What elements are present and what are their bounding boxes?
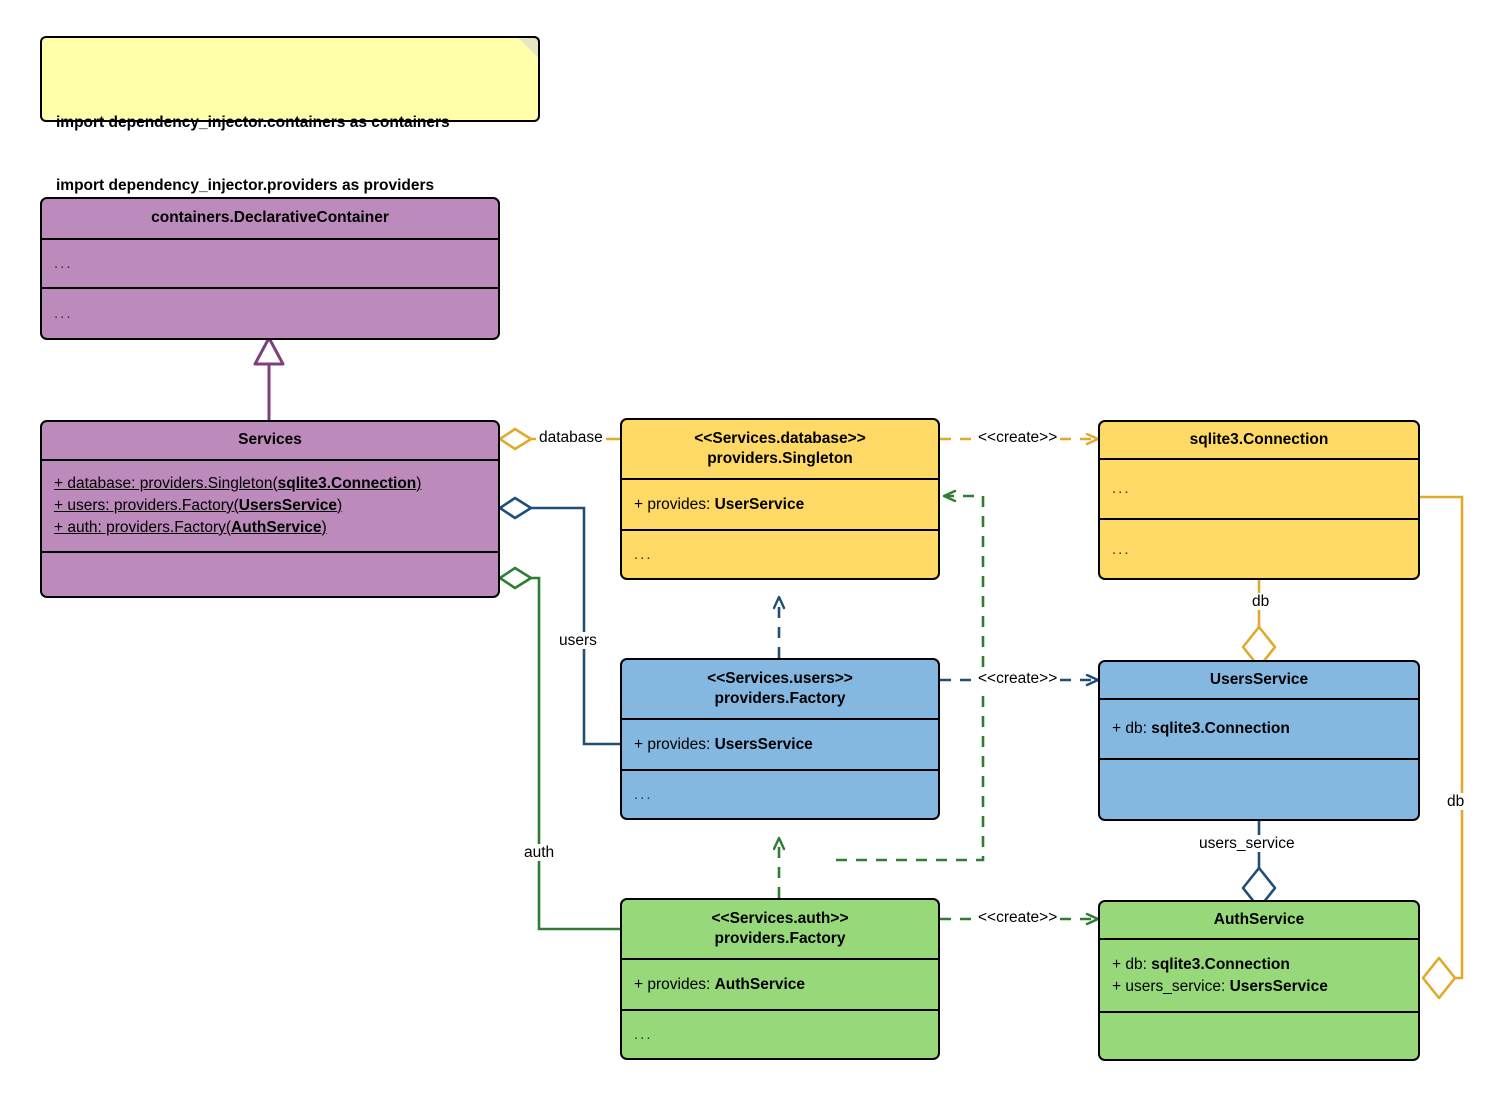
class-authservice[interactable]: AuthService + db: sqlite3.Connection + u…	[1098, 900, 1420, 1061]
edge-label-create-users: <<create>>	[975, 670, 1061, 688]
class-compartment-attributes: + db: sqlite3.Connection + users_service…	[1100, 940, 1418, 1013]
class-services-users-provider[interactable]: <<Services.users>> providers.Factory + p…	[620, 658, 940, 820]
class-compartment-attributes: + provides: UserService	[622, 480, 938, 531]
note-line-2: import dependency_injector.providers as …	[56, 176, 435, 194]
class-title: sqlite3.Connection	[1100, 422, 1418, 460]
class-title: AuthService	[1100, 902, 1418, 940]
edge-generalization-services-to-declarativecontainer	[253, 336, 285, 420]
attribute-db: + db: sqlite3.Connection	[1112, 955, 1290, 973]
edge-label-users: users	[556, 632, 600, 650]
class-services-database-provider[interactable]: <<Services.database>> providers.Singleto…	[620, 418, 940, 580]
note-dogear-icon	[518, 36, 540, 58]
class-services-auth-provider[interactable]: <<Services.auth>> providers.Factory + pr…	[620, 898, 940, 1060]
class-compartment-methods: ...	[1112, 540, 1131, 558]
edge-label-database: database	[536, 429, 606, 447]
class-compartment-methods: ...	[634, 786, 653, 804]
class-compartment-attributes: ...	[1100, 460, 1418, 520]
class-stereotype: <<Services.auth>>	[711, 909, 849, 927]
class-containers-declarativecontainer[interactable]: containers.DeclarativeContainer ... ...	[40, 197, 500, 340]
attribute-provides: + provides: UsersService	[634, 735, 813, 753]
attribute-users: + users: providers.Factory(UsersService)	[54, 497, 343, 514]
class-compartment-methods: ...	[634, 546, 653, 564]
class-stereotype: <<Services.users>>	[707, 669, 853, 687]
import-note: import dependency_injector.containers as…	[40, 36, 540, 194]
attribute-database: + database: providers.Singleton(sqlite3.…	[54, 475, 422, 492]
class-title: UsersService	[1100, 662, 1418, 700]
attribute-db: + db: sqlite3.Connection	[1112, 720, 1290, 737]
class-title: providers.Factory	[714, 690, 846, 707]
class-title-block: <<Services.auth>> providers.Factory	[622, 900, 938, 960]
attribute-provides: + provides: UserService	[634, 495, 805, 513]
class-compartment-methods: ...	[634, 1026, 653, 1044]
edge-aggregation-users	[498, 496, 620, 746]
edge-label-db-usersservice: db	[1249, 593, 1273, 611]
class-compartment-methods	[1100, 1013, 1418, 1059]
class-services[interactable]: Services + database: providers.Singleton…	[40, 420, 500, 598]
class-compartment-methods: ...	[54, 305, 73, 323]
edge-label-auth: auth	[521, 844, 558, 862]
class-title: containers.DeclarativeContainer	[42, 199, 498, 240]
edge-label-db-authservice: db	[1444, 793, 1468, 811]
class-usersservice[interactable]: UsersService + db: sqlite3.Connection	[1098, 660, 1420, 821]
class-sqlite3-connection[interactable]: sqlite3.Connection ... ...	[1098, 420, 1420, 580]
edge-aggregation-auth	[498, 566, 620, 931]
attribute-provides: + provides: AuthService	[634, 975, 806, 993]
edge-label-create-auth: <<create>>	[975, 909, 1061, 927]
class-compartment-attributes: + db: sqlite3.Connection	[1100, 700, 1418, 760]
class-title: Services	[42, 422, 498, 461]
attribute-auth: + auth: providers.Factory(AuthService)	[54, 519, 327, 536]
class-compartment-methods	[1100, 760, 1418, 819]
class-compartment-attributes: + provides: UsersService	[622, 720, 938, 771]
edge-label-create-database: <<create>>	[975, 429, 1061, 447]
class-title-block: <<Services.users>> providers.Factory	[622, 660, 938, 720]
class-compartment-attributes: + database: providers.Singleton(sqlite3.…	[42, 461, 498, 553]
class-stereotype: <<Services.database>>	[694, 429, 866, 447]
attribute-users-service: + users_service: UsersService	[1112, 977, 1328, 995]
class-title-block: <<Services.database>> providers.Singleto…	[622, 420, 938, 480]
class-compartment-methods	[42, 553, 498, 596]
class-title: providers.Factory	[714, 930, 846, 947]
edge-aggregation-db-authservice	[1420, 495, 1464, 1000]
note-line-1: import dependency_injector.containers as…	[56, 113, 450, 131]
class-compartment-attributes: + provides: AuthService	[622, 960, 938, 1011]
edge-label-users-service: users_service	[1196, 835, 1298, 853]
class-compartment-attributes: ...	[42, 240, 498, 289]
class-title: providers.Singleton	[707, 450, 853, 467]
